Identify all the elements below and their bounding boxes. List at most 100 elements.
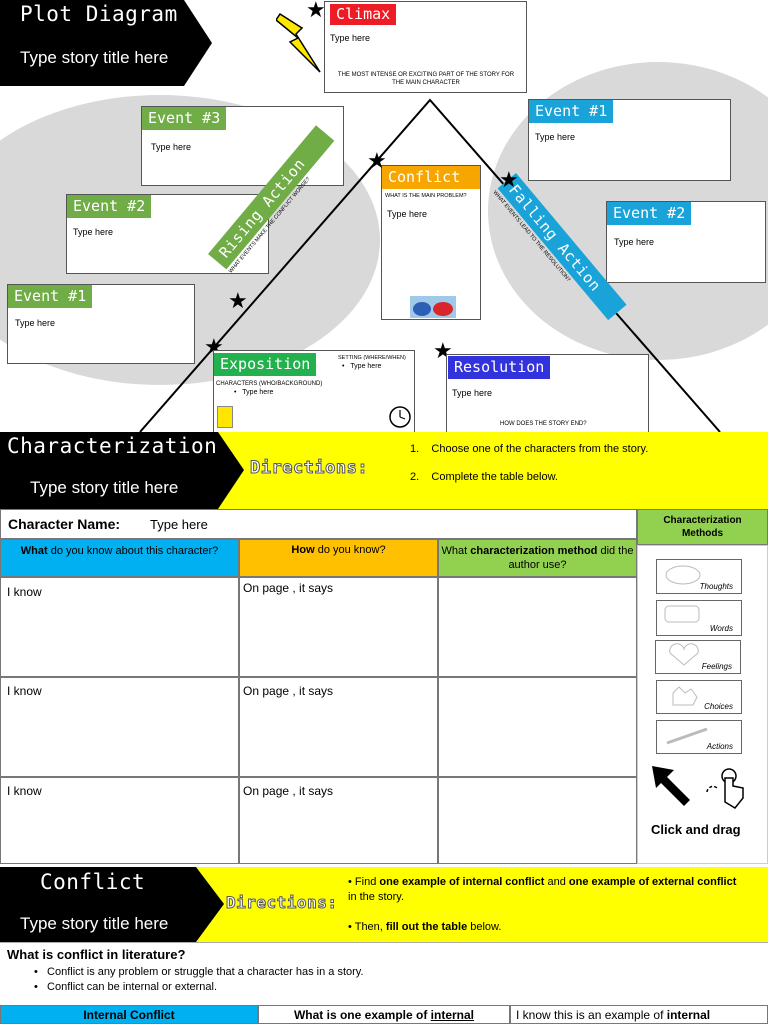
rising-event-2-text[interactable]: Type here [73, 227, 114, 237]
resolution-text[interactable]: Type here [452, 388, 493, 398]
conflict-desc: WHAT IS THE MAIN PROBLEM? [385, 193, 467, 199]
conflict-label: Conflict [382, 166, 480, 189]
internal-example-header: What is one example of internal [258, 1005, 510, 1024]
method-choices-label: Choices [704, 702, 733, 711]
star-icon: ★ [367, 149, 387, 174]
conflict-direction-2: • Then, fill out the table below. [348, 921, 502, 933]
method-card-actions[interactable]: Actions [656, 720, 742, 754]
know-text[interactable]: I know [7, 784, 42, 798]
conflict-dir1-e: in the story. [348, 891, 405, 904]
rising-event-3-text[interactable]: Type here [151, 142, 192, 152]
method-cell[interactable] [438, 577, 637, 677]
method-feelings-label: Feelings [701, 662, 732, 671]
character-clipart-icon [217, 406, 233, 428]
method-cell[interactable] [438, 677, 637, 777]
page-text[interactable]: On page , it says [243, 684, 334, 698]
heart-icon [669, 643, 699, 666]
plot-mountain-lines [139, 98, 721, 432]
table-row: I know On page , it says [0, 777, 637, 864]
page-text[interactable]: On page , it says [243, 784, 334, 798]
col-header-method: What characterization method did the aut… [438, 539, 637, 577]
plot-diagram-section: Plot Diagram Type story title here ★ Cli… [0, 0, 768, 432]
resolution-desc: HOW DOES THE STORY END? [500, 421, 587, 427]
direction-2-text: Complete the table below. [431, 471, 558, 483]
col-header-method-bold: characterization method [470, 545, 598, 557]
conflict-dir1-a: Find [354, 876, 380, 888]
internal-proof-header: I know this is an example of internal [510, 1005, 768, 1024]
conflict-question: What is conflict in literature? [7, 947, 186, 962]
conflict-clipart-icon [410, 296, 456, 318]
speech-bubble-icon [664, 605, 700, 623]
conflict-directions-label: Directions: [225, 893, 338, 913]
know-text[interactable]: I know [7, 684, 42, 698]
characterization-story-title[interactable]: Type story title here [30, 478, 179, 497]
page-cell[interactable]: On page , it says [239, 577, 438, 677]
lightning-icon [276, 12, 321, 73]
method-card-feelings[interactable]: Feelings [655, 640, 741, 674]
method-thoughts-label: Thoughts [699, 582, 733, 591]
resolution-label: Resolution [448, 356, 551, 379]
page-text[interactable]: On page , it says [243, 581, 334, 595]
know-cell[interactable]: I know [0, 577, 239, 677]
character-name-value[interactable]: Type here [150, 517, 208, 532]
falling-event-2-text[interactable]: Type here [614, 237, 655, 247]
characterization-section: Characterization Type story title here D… [0, 432, 768, 864]
direction-1-text: Choose one of the characters from the st… [431, 443, 649, 455]
method-card-words[interactable]: Words [656, 600, 742, 636]
know-text[interactable]: I know [7, 585, 42, 599]
climax-box[interactable] [324, 1, 527, 93]
conflict-direction-1: • Find one example of internal conflict … [348, 876, 737, 904]
plot-story-title[interactable]: Type story title here [20, 48, 169, 67]
conflict-section-title: Conflict [40, 870, 146, 894]
character-name-row[interactable]: Character Name: Type here [0, 509, 637, 539]
exposition-label: Exposition [214, 353, 317, 376]
plot-title: Plot Diagram [20, 2, 178, 26]
plot-title-banner: Plot Diagram Type story title here [0, 0, 212, 86]
rising-event-1-text[interactable]: Type here [15, 318, 56, 328]
rising-event-2-label: Event #2 [67, 195, 152, 218]
method-card-choices[interactable]: Choices [656, 680, 742, 714]
know-cell[interactable]: I know [0, 677, 239, 777]
conflict-bullet-2: • Conflict can be internal or external. [34, 981, 218, 993]
know-cell[interactable]: I know [0, 777, 239, 864]
conflict-story-title[interactable]: Type story title here [20, 914, 169, 933]
conflict-bullet-2-text: Conflict can be internal or external. [47, 981, 218, 993]
characterization-directions-label: Directions: [249, 458, 369, 479]
page-cell[interactable]: On page , it says [239, 777, 438, 864]
setting-value[interactable]: • Type here [342, 363, 382, 370]
method-cell[interactable] [438, 777, 637, 864]
climax-text[interactable]: Type here [330, 33, 371, 43]
conflict-bullet-1-text: Conflict is any problem or struggle that… [47, 966, 364, 978]
col-header-method-pre: What [441, 545, 471, 557]
conflict-box[interactable] [381, 165, 481, 320]
characters-value-text[interactable]: Type here [242, 389, 274, 396]
conflict-bullet-1: • Conflict is any problem or struggle th… [34, 966, 364, 978]
setting-value-text[interactable]: Type here [350, 363, 382, 370]
characterization-direction-1: 1. Choose one of the characters from the… [410, 443, 649, 455]
star-icon: ★ [306, 0, 326, 23]
rising-event-3-label: Event #3 [142, 107, 227, 130]
conflict-text[interactable]: Type here [387, 209, 428, 219]
characterization-title: Characterization [7, 434, 218, 458]
climax-desc: THE MOST INTENSE OR EXCITING PART OF THE… [337, 72, 515, 86]
internal-conflict-header: Internal Conflict [0, 1005, 258, 1024]
conflict-dir2-c: below. [467, 921, 502, 933]
col-header-what-bold: What [20, 545, 48, 557]
internal-proof-header-b: internal [666, 1008, 711, 1022]
method-card-thoughts[interactable]: Thoughts [656, 559, 742, 594]
characterization-title-banner [0, 432, 244, 509]
click-drag-hand-icon [706, 768, 744, 809]
falling-event-1-text[interactable]: Type here [535, 132, 576, 142]
star-icon: ★ [499, 168, 519, 193]
internal-example-header-a: What is one example of [293, 1008, 431, 1022]
page-cell[interactable]: On page , it says [239, 677, 438, 777]
arrow-up-left-icon [652, 766, 690, 806]
hand-icon [672, 686, 698, 706]
characters-value[interactable]: • Type here [234, 389, 274, 396]
conflict-section: Conflict Type story title here Direction… [0, 864, 768, 1024]
method-actions-label: Actions [706, 742, 733, 751]
method-words-label: Words [709, 624, 733, 633]
conflict-dir2-b: fill out the table [385, 921, 468, 933]
col-header-what: What do you know about this character? [0, 539, 239, 577]
conflict-dir1-d: one example of external conflict [568, 876, 737, 888]
